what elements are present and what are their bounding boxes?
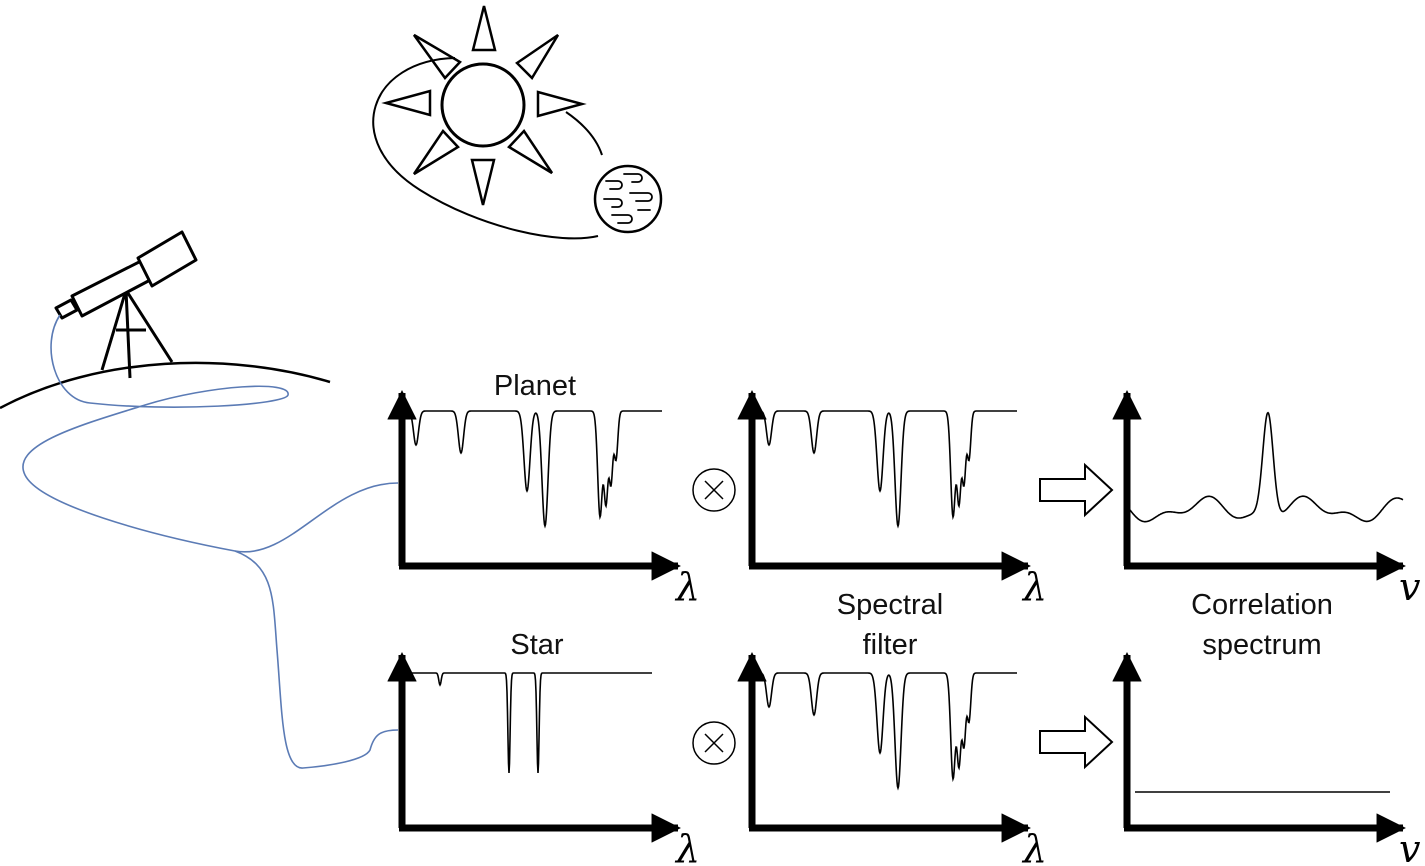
axis-lambda-planet: λ xyxy=(674,565,700,609)
plot-star xyxy=(387,652,681,843)
result-arrow-top xyxy=(1039,462,1114,518)
axis-lambda-star: λ xyxy=(674,827,700,866)
axis-lambda-filter-bottom: λ xyxy=(1021,827,1047,866)
label-spectral-filter-line1: Spectral xyxy=(837,589,943,621)
plot-planet-filter xyxy=(737,390,1031,581)
orbit-path xyxy=(372,57,599,240)
label-planet: Planet xyxy=(494,370,576,402)
correlation-curve-planet xyxy=(1129,411,1404,523)
result-arrow-bottom xyxy=(1039,714,1114,770)
multiply-operator-top xyxy=(692,468,736,512)
label-correlation-line1: Correlation xyxy=(1191,589,1333,621)
axis-v-correlation-top: v xyxy=(1399,565,1421,609)
axis-lambda-filter-top: λ xyxy=(1021,565,1047,609)
plot-planet-correlation xyxy=(1112,390,1406,581)
telescope-icon xyxy=(54,230,198,379)
hill-horizon xyxy=(0,361,331,410)
exoplanet-icon xyxy=(593,164,663,234)
axis-v-correlation-bottom: v xyxy=(1399,827,1421,866)
multiply-operator-bottom xyxy=(692,721,736,765)
star-illustration xyxy=(372,5,603,240)
label-correlation-line2: spectrum xyxy=(1202,629,1321,661)
star-rays xyxy=(381,5,587,206)
plot-star-correlation xyxy=(1112,652,1406,843)
planet-spectrum-curve xyxy=(409,410,662,529)
star-spectrum-curve xyxy=(410,672,652,774)
plot-star-filter xyxy=(737,652,1031,843)
star-body xyxy=(440,62,526,148)
plot-planet xyxy=(387,390,681,581)
optical-fiber xyxy=(22,314,399,769)
orbit-arc xyxy=(565,111,603,156)
label-star: Star xyxy=(510,629,564,661)
spectral-filter-curve-bottom xyxy=(760,672,1017,791)
telescope-illustration xyxy=(0,230,331,410)
label-spectral-filter-line2: filter xyxy=(863,629,918,661)
spectral-filter-curve-top xyxy=(760,410,1017,529)
